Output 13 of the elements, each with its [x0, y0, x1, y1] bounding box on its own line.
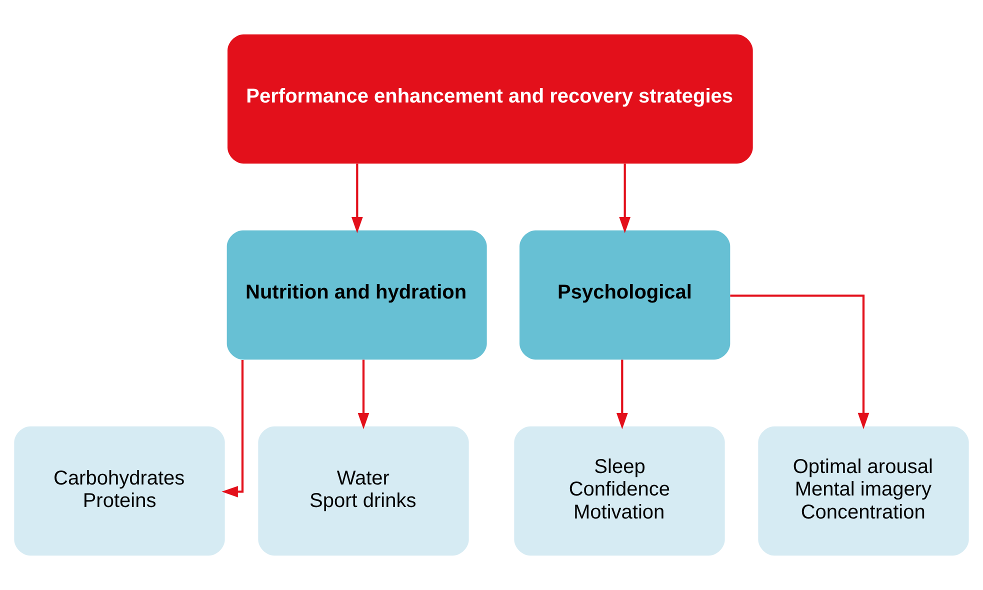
arrow: [616, 360, 628, 430]
node-box: Water Sport drinks: [258, 426, 469, 556]
node-box: Performance enhancement and recovery strategies: [228, 34, 753, 164]
node-box: Psychological: [520, 230, 730, 360]
node-box: Optimal arousal Mental imagery Concentration: [758, 426, 969, 556]
arrow: [730, 294, 870, 430]
node-box: Sleep Confidence Motivation: [514, 426, 725, 556]
arrow: [351, 164, 363, 234]
arrow: [619, 164, 631, 234]
node-box: Nutrition and hydration: [226, 230, 487, 360]
arrow: [222, 360, 244, 498]
arrow: [358, 360, 370, 430]
node-box: Carbohydrates Proteins: [14, 426, 225, 556]
